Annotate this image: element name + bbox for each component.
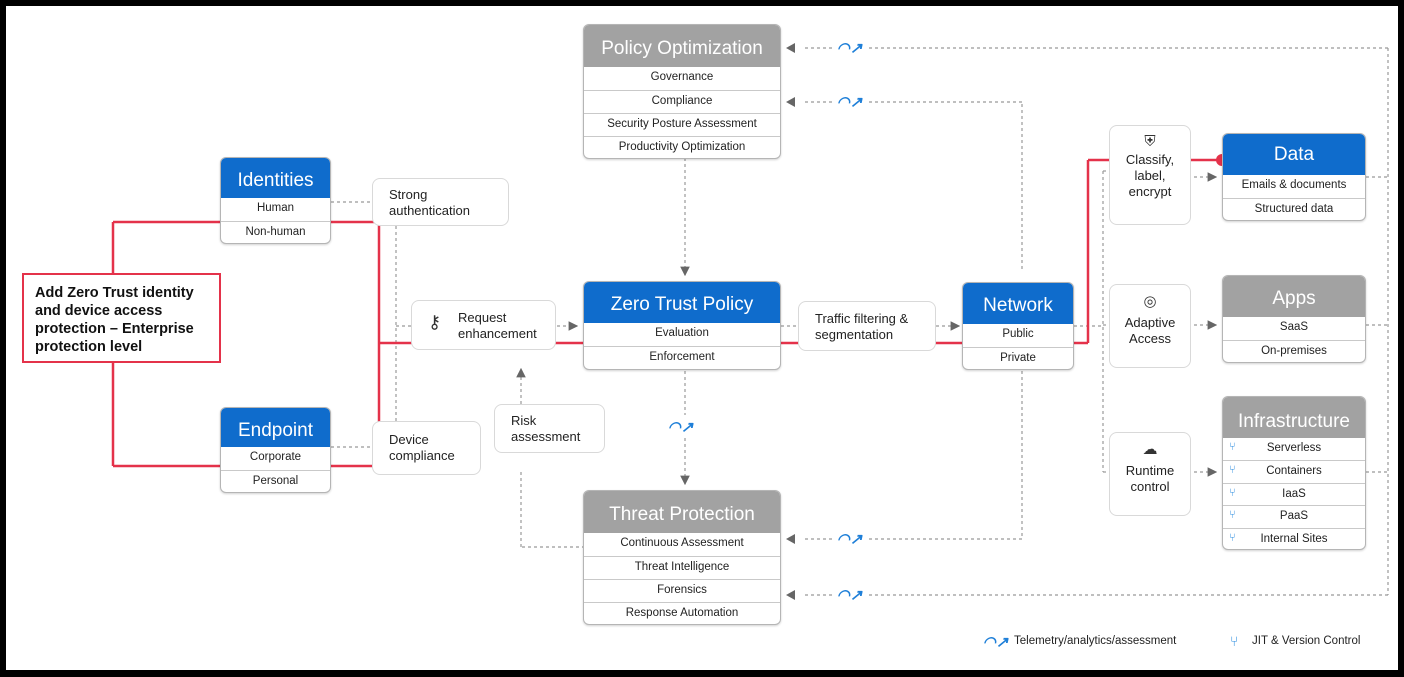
compliance-item: Compliance [584, 90, 780, 113]
private-item: Private [963, 347, 1073, 369]
infrastructure-title: Infrastructure [1223, 397, 1365, 438]
evaluation-item: Evaluation [655, 327, 709, 339]
network-title: Network [963, 283, 1073, 324]
apps-box: Apps SaaS On-premises [1222, 275, 1366, 363]
device-compliance-label: Device compliance [389, 432, 455, 463]
branch-icon: ⑂ [1230, 633, 1239, 649]
diagram-canvas: Policy Optimization Governance Complianc… [6, 6, 1398, 670]
branch-icon: ⑂ [1229, 441, 1236, 453]
runtime-control-label: Runtime control [1125, 463, 1175, 494]
paas-label: PaaS [1279, 510, 1309, 522]
policy-optimization-box: Policy Optimization Governance Complianc… [583, 24, 781, 159]
data-title: Data [1223, 134, 1365, 175]
identities-box: Identities Human Non-human [220, 157, 331, 244]
fingerprint-icon: ◎ [1143, 293, 1157, 310]
speedometer-icon: ◠↗ [982, 634, 1012, 651]
endpoint-title: Endpoint [221, 408, 330, 447]
threat-protection-box: Threat Protection Continuous Assessment … [583, 490, 781, 625]
productivity-optimization-item: Productivity Optimization [584, 136, 780, 158]
shield-lock-icon: ⛨ [1144, 133, 1156, 150]
network-box: Network Public Private [962, 282, 1074, 370]
policy-optimization-title: Policy Optimization [584, 25, 780, 67]
response-automation-item: Response Automation [584, 602, 780, 624]
zero-trust-policy-box: Zero Trust Policy Evaluation Enforcement [583, 281, 781, 370]
device-compliance-card: Device compliance [372, 421, 481, 475]
serverless-item: ⑂ Serverless [1223, 438, 1365, 460]
internal-sites-label: Internal Sites [1260, 533, 1328, 545]
request-enhancement-label: Request enhancement [458, 310, 537, 341]
speedometer-icon: ◠↗ [667, 419, 697, 436]
speedometer-icon: ◠↗ [836, 587, 866, 604]
containers-item: ⑂ Containers [1223, 460, 1365, 483]
zero-trust-policy-title: Zero Trust Policy [584, 282, 780, 323]
iaas-label: IaaS [1282, 488, 1306, 500]
adaptive-access-label: Adaptive Access [1124, 315, 1176, 346]
branch-icon: ⑂ [1229, 532, 1236, 544]
containers-label: Containers [1266, 465, 1322, 477]
identities-title: Identities [221, 158, 330, 198]
infrastructure-box: Infrastructure ⑂ Serverless ⑂ Containers ⑂… [1222, 396, 1366, 550]
iaas-item: ⑂ IaaS [1223, 483, 1365, 505]
structured-data-item: Structured data [1223, 198, 1365, 220]
enforcement-item: Enforcement [584, 346, 780, 369]
internal-sites-item: ⑂ Internal Sites [1223, 528, 1365, 549]
security-posture-item: Security Posture Assessment [584, 113, 780, 136]
risk-assessment-label: Risk assessment [511, 413, 581, 444]
threat-intelligence-item: Threat Intelligence [584, 556, 780, 579]
apps-title: Apps [1223, 276, 1365, 317]
data-box: Data Emails & documents Structured data [1222, 133, 1366, 221]
speedometer-icon: ◠↗ [836, 40, 866, 57]
strong-authentication-label: Strong authentication [389, 187, 470, 218]
traffic-filtering-card: Traffic filtering & segmentation [798, 301, 936, 351]
callout-label: Add Zero Trust identity and device acces… [35, 285, 194, 355]
runtime-control-card: ☁ Runtime control [1109, 432, 1191, 516]
corporate-item: Corporate [249, 451, 302, 463]
governance-item: Governance [650, 71, 714, 83]
human-item: Human [256, 202, 295, 214]
endpoint-box: Endpoint Corporate Personal [220, 407, 331, 493]
classify-label: Classify, label, encrypt [1125, 152, 1175, 199]
branch-icon: ⑂ [1229, 487, 1236, 499]
key-hand-icon: ⚷ [428, 312, 442, 332]
saas-item: SaaS [1279, 321, 1309, 333]
risk-assessment-card: Risk assessment [494, 404, 605, 453]
continuous-assessment-item: Continuous Assessment [620, 537, 744, 549]
classify-card: ⛨ Classify, label, encrypt [1109, 125, 1191, 225]
branch-icon: ⑂ [1229, 509, 1236, 521]
on-premises-item: On-premises [1223, 340, 1365, 362]
cloud-gear-icon: ☁ [1142, 441, 1158, 458]
request-enhancement-card: ⚷ Request enhancement [411, 300, 556, 350]
strong-authentication-card: Strong authentication [372, 178, 509, 226]
emails-documents-item: Emails & documents [1241, 179, 1347, 191]
non-human-item: Non-human [221, 221, 330, 243]
paas-item: ⑂ PaaS [1223, 505, 1365, 528]
personal-item: Personal [221, 470, 330, 492]
legend-telemetry-label: Telemetry/analytics/assessment [1014, 635, 1177, 647]
branch-icon: ⑂ [1229, 464, 1236, 476]
legend-jit-label: JIT & Version Control [1252, 635, 1361, 647]
public-item: Public [1002, 328, 1034, 340]
traffic-filtering-label: Traffic filtering & segmentation [815, 311, 909, 342]
speedometer-icon: ◠↗ [836, 94, 866, 111]
threat-protection-title: Threat Protection [584, 491, 780, 533]
forensics-item: Forensics [584, 579, 780, 602]
serverless-label: Serverless [1266, 442, 1322, 454]
adaptive-access-card: ◎ Adaptive Access [1109, 284, 1191, 368]
speedometer-icon: ◠↗ [836, 531, 866, 548]
enterprise-protection-callout: Add Zero Trust identity and device acces… [22, 273, 221, 363]
